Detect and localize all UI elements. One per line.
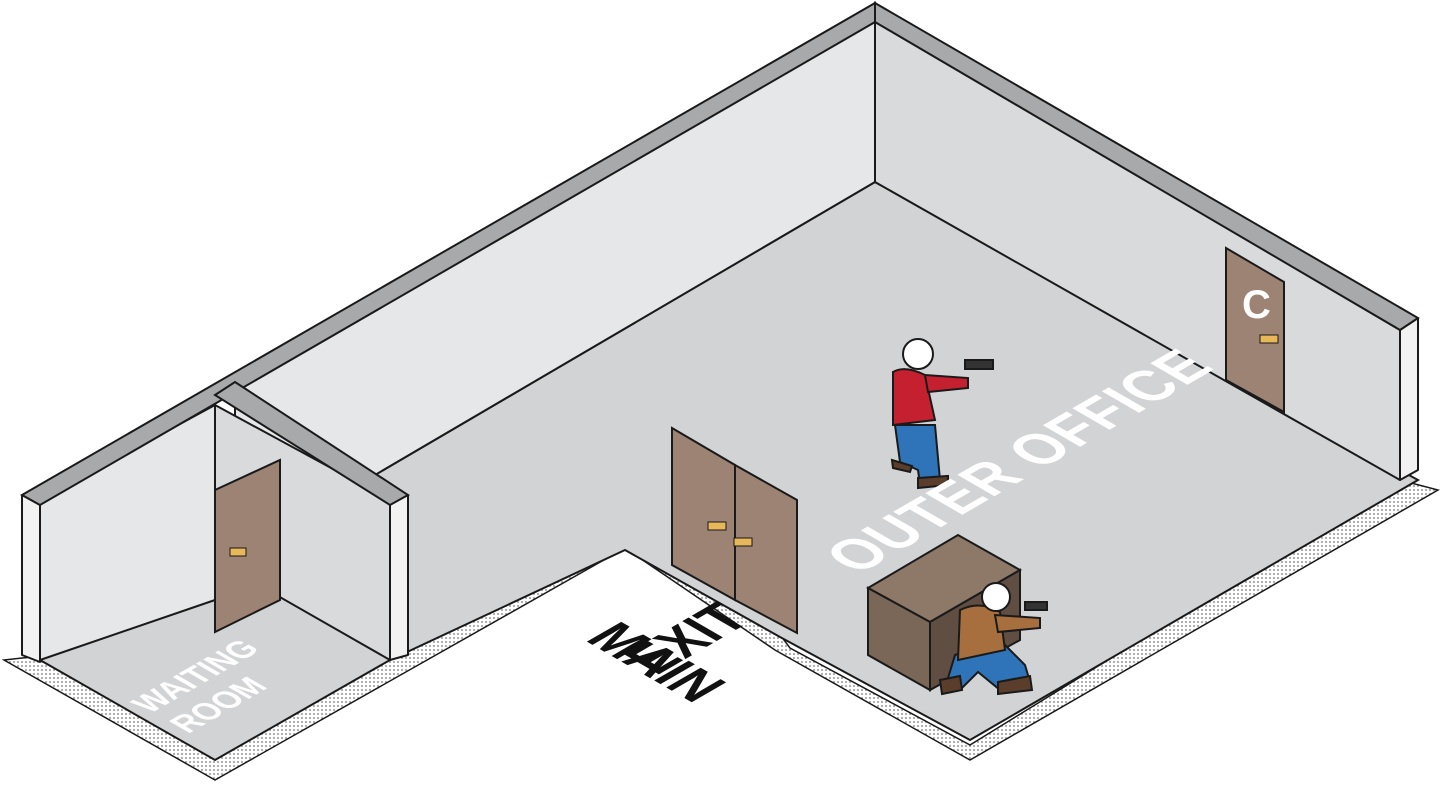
wall-tops	[19, 1, 1420, 507]
kneeling-shooter-brown	[938, 582, 1048, 696]
left-end-wall	[21, 494, 41, 663]
standing-shooter-red	[890, 338, 994, 490]
waiting-room-door[interactable]	[214, 458, 281, 634]
main-exit-double-door[interactable]	[671, 426, 798, 635]
end-wall	[1399, 317, 1419, 481]
divider-end	[389, 494, 409, 661]
door-c[interactable]: C	[1225, 246, 1285, 414]
door-c-label: C	[1242, 283, 1271, 327]
